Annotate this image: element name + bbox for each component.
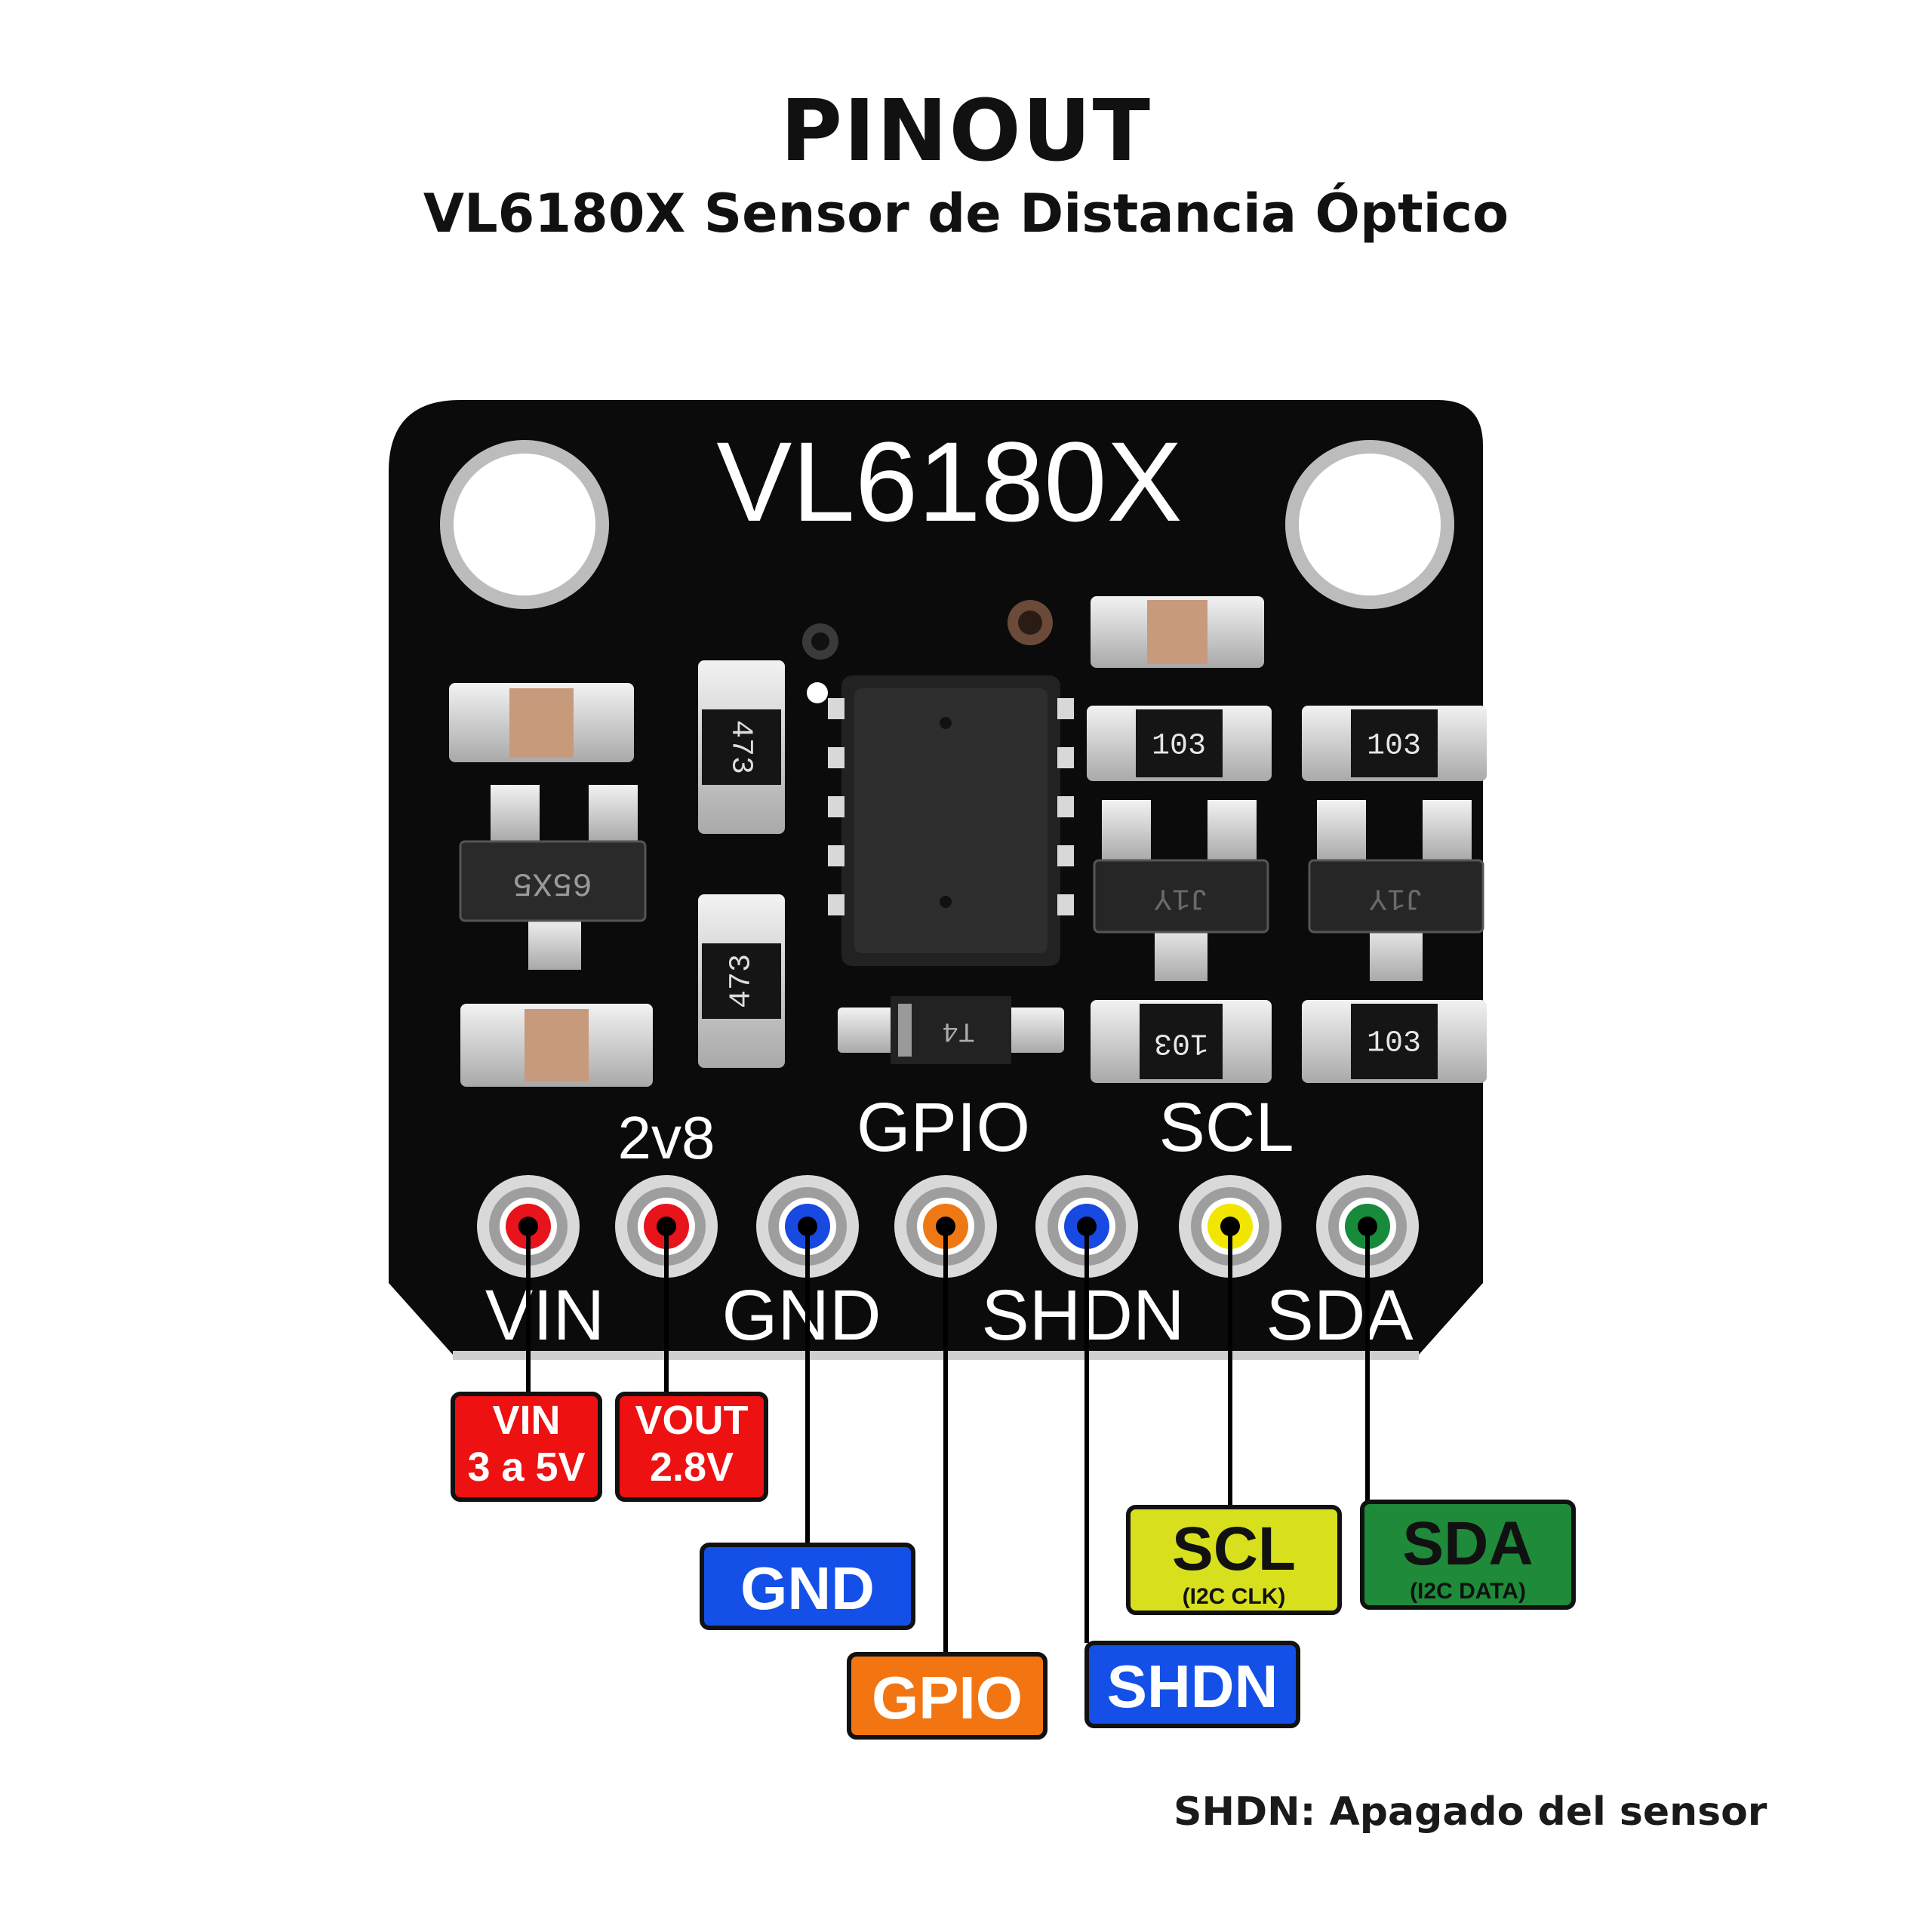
footnote: SHDN: Apagado del sensor xyxy=(1174,1789,1767,1835)
svg-text:103: 103 xyxy=(1154,1025,1208,1059)
silk-label-gpio: GPIO xyxy=(857,1089,1030,1166)
pin-tag-text-vout-1: 2.8V xyxy=(650,1444,734,1490)
silk-label-scl: SCL xyxy=(1159,1089,1294,1166)
resistor-473-bottom: 473 xyxy=(698,894,785,1068)
svg-text:J1Y: J1Y xyxy=(1154,880,1208,914)
svg-text:103: 103 xyxy=(1367,1027,1421,1061)
pin-tag-text-vin-1: 3 a 5V xyxy=(467,1444,585,1490)
page-subtitle: VL6180X Sensor de Distancia Óptico xyxy=(423,183,1509,245)
pin-tag-text-gnd-0: GND xyxy=(740,1555,875,1622)
board-edge xyxy=(453,1351,1419,1360)
silk-label-sda: SDA xyxy=(1266,1275,1414,1355)
resistor-103-1: 103 xyxy=(1087,706,1272,781)
pin-tag-text-sda-1: (I2C DATA) xyxy=(1410,1579,1526,1604)
pin-tag-text-shdn-0: SHDN xyxy=(1107,1653,1278,1720)
pin-tag-sda: SDA(I2C DATA) xyxy=(1360,1500,1576,1610)
page-title: PINOUT xyxy=(780,82,1152,180)
svg-text:103: 103 xyxy=(1152,730,1206,764)
svg-text:65X5: 65X5 xyxy=(512,863,592,901)
pin-tag-text-vin-0: VIN xyxy=(492,1398,560,1443)
resistor-103-4: 103 xyxy=(1302,1000,1487,1083)
pin-gnd: GND xyxy=(700,1175,915,1630)
resistor-103-3: 103 xyxy=(1091,1000,1272,1083)
svg-text:103: 103 xyxy=(1367,730,1421,764)
svg-text:473: 473 xyxy=(723,720,757,774)
regulator-65x5: 65X5 xyxy=(459,785,647,970)
board-name: VL6180X xyxy=(716,418,1182,545)
silk-label-shdn: SHDN xyxy=(981,1275,1184,1355)
pin-tag-text-scl-0: SCL xyxy=(1172,1515,1296,1583)
svg-text:J1Y: J1Y xyxy=(1369,880,1423,914)
pin-shdn: SHDN xyxy=(1035,1175,1300,1728)
pin-tag-text-scl-1: (I2C CLK) xyxy=(1183,1584,1286,1609)
main-ic xyxy=(828,675,1074,966)
pin-tag-text-vout-0: VOUT xyxy=(635,1398,748,1443)
pin-tag-text-sda-0: SDA xyxy=(1402,1509,1533,1578)
transistor-j1y-1: J1Y xyxy=(1093,800,1269,981)
capacitor-left-top xyxy=(449,683,634,762)
pin-gpio: GPIO xyxy=(847,1175,1048,1740)
silk-label-vin: VIN xyxy=(485,1275,605,1355)
pin-tag-text-gpio-0: GPIO xyxy=(872,1664,1023,1731)
silk-label-gnd: GND xyxy=(721,1275,881,1355)
pin-tag-gpio: GPIO xyxy=(847,1652,1048,1740)
pin-tag-scl: SCL(I2C CLK) xyxy=(1126,1505,1342,1615)
capacitor-left-bottom xyxy=(460,1004,653,1087)
transistor-j1y-2: J1Y xyxy=(1308,800,1484,981)
resistor-103-2: 103 xyxy=(1302,706,1487,781)
pin-tag-gnd: GND xyxy=(700,1543,915,1630)
diode-t4: T4 xyxy=(838,996,1064,1064)
pin-sda: SDA(I2C DATA) xyxy=(1316,1175,1576,1610)
pin-tag-shdn: SHDN xyxy=(1084,1641,1300,1728)
pin-scl: SCL(I2C CLK) xyxy=(1126,1175,1342,1615)
svg-text:473: 473 xyxy=(725,954,759,1008)
capacitor-top-right xyxy=(1091,596,1264,668)
svg-text:T4: T4 xyxy=(942,1015,974,1046)
silk-label-2v8: 2v8 xyxy=(618,1104,715,1171)
resistor-473-top: 473 xyxy=(698,660,785,834)
